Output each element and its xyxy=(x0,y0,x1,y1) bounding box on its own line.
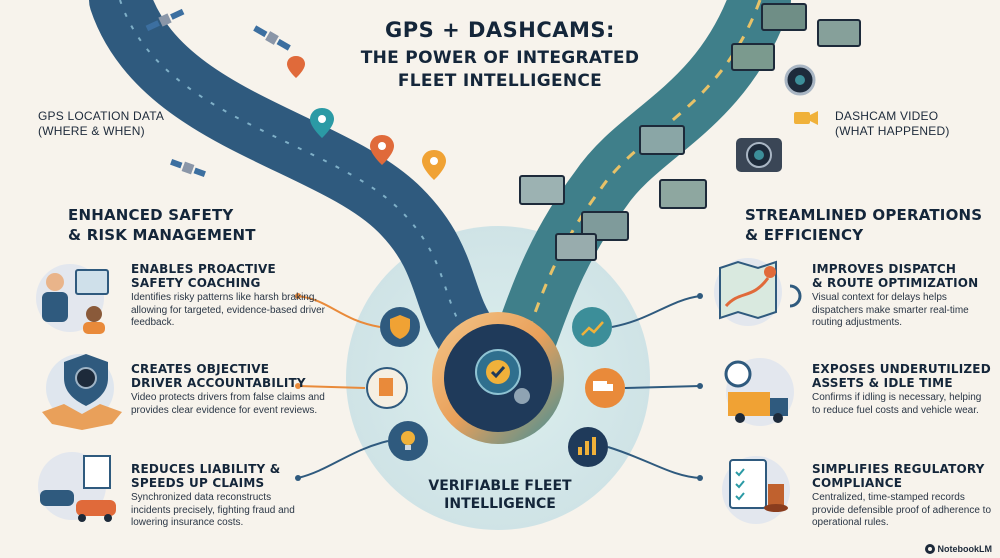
item-description: Synchronized data reconstructs incidents… xyxy=(131,492,295,528)
notebooklm-logo-icon xyxy=(924,544,935,554)
video-thumbnail-icon xyxy=(731,43,775,71)
title-line-2: THE POWER OF INTEGRATED xyxy=(360,48,640,68)
map-pin-icon xyxy=(287,56,305,78)
satellite-icon xyxy=(253,25,291,51)
connector-line xyxy=(624,385,701,389)
right-item-dispatch-routing: IMPROVES DISPATCH & ROUTE OPTIMIZATION V… xyxy=(812,262,992,330)
item-title: COMPLIANCE xyxy=(812,476,903,490)
accountability-handshake-icon xyxy=(42,354,122,430)
bar-chart-icon xyxy=(568,427,608,467)
left-item-liability-claims: REDUCES LIABILITY & SPEEDS UP CLAIMS Syn… xyxy=(131,462,341,530)
shield-check-icon xyxy=(380,307,420,347)
connector-line xyxy=(611,295,701,328)
dashcam-label-line-1: DASHCAM VIDEO xyxy=(835,109,939,123)
brand-name: NotebookLM xyxy=(937,544,993,554)
item-description: Confirms if idling is necessary, helping… xyxy=(812,392,982,416)
right-section-title: STREAMLINED OPERATIONS & EFFICIENCY xyxy=(745,205,982,245)
item-title: IMPROVES DISPATCH xyxy=(812,262,957,276)
item-title: SPEEDS UP CLAIMS xyxy=(131,476,265,490)
item-description: Centralized, time-stamped records provid… xyxy=(812,492,992,528)
dashcam-road-line xyxy=(523,0,762,341)
item-description: Video protects drivers from false claims… xyxy=(131,392,325,416)
left-section-title-line-1: ENHANCED SAFETY xyxy=(68,206,234,224)
lens-icon xyxy=(784,64,816,96)
left-item-driver-accountability: CREATES OBJECTIVE DRIVER ACCOUNTABILITY … xyxy=(131,362,341,417)
brain-gear-icon xyxy=(475,349,530,404)
lightbulb-icon xyxy=(388,421,428,461)
item-title: & ROUTE OPTIMIZATION xyxy=(812,276,979,290)
compliance-checklist-icon xyxy=(722,456,790,524)
title-line-1: GPS + DASHCAMS: xyxy=(385,18,615,42)
map-pin-icon xyxy=(370,135,394,165)
video-thumbnail-icon xyxy=(817,19,861,47)
gps-label-line-1: GPS LOCATION DATA xyxy=(38,109,165,123)
left-section-title-line-2: & RISK MANAGEMENT xyxy=(68,226,256,244)
dashcam-data-label: DASHCAM VIDEO (WHAT HAPPENED) xyxy=(835,109,950,139)
video-thumbnail-icon xyxy=(659,179,707,209)
item-title: SIMPLIFIES REGULATORY xyxy=(812,462,985,476)
left-item-safety-coaching: ENABLES PROACTIVE SAFETY COACHING Identi… xyxy=(131,262,341,330)
connector-line xyxy=(297,295,381,328)
satellite-icon xyxy=(170,159,206,177)
item-title: ENABLES PROACTIVE xyxy=(131,262,276,276)
item-title: ASSETS & IDLE TIME xyxy=(812,376,953,390)
gps-data-label: GPS LOCATION DATA (WHERE & WHEN) xyxy=(38,109,164,139)
route-map-icon xyxy=(714,258,802,326)
item-title: SAFETY COACHING xyxy=(131,276,261,290)
hub-label-line-2: INTELLIGENCE xyxy=(444,496,556,512)
item-title: DRIVER ACCOUNTABILITY xyxy=(131,376,306,390)
video-thumbnail-icon xyxy=(639,125,685,155)
video-camera-icon xyxy=(794,111,818,125)
hub-label-line-1: VERIFIABLE FLEET xyxy=(428,478,572,494)
connector-line xyxy=(297,440,389,479)
coaching-icon xyxy=(36,264,109,334)
map-pin-icon xyxy=(310,108,334,138)
page-title: GPS + DASHCAMS: THE POWER OF INTEGRATED … xyxy=(0,18,1000,91)
connector-line xyxy=(297,385,366,389)
right-item-idle-time: EXPOSES UNDERUTILIZED ASSETS & IDLE TIME… xyxy=(812,362,992,417)
truck-icon xyxy=(585,368,625,408)
right-item-regulatory-compliance: SIMPLIFIES REGULATORY COMPLIANCE Central… xyxy=(812,462,992,530)
connector-line xyxy=(607,446,701,479)
dashcam-label-line-2: (WHAT HAPPENED) xyxy=(835,124,950,138)
left-section-title: ENHANCED SAFETY & RISK MANAGEMENT xyxy=(68,205,256,245)
video-thumbnail-icon xyxy=(555,233,597,261)
item-title: EXPOSES UNDERUTILIZED xyxy=(812,362,991,376)
gps-data-ribbon xyxy=(89,0,501,371)
right-section-title-line-2: & EFFICIENCY xyxy=(745,226,864,244)
hub-label: VERIFIABLE FLEET INTELLIGENCE xyxy=(395,477,605,513)
item-description: Visual context for delays helps dispatch… xyxy=(812,292,969,328)
title-line-3: FLEET INTELLIGENCE xyxy=(397,71,603,91)
idle-truck-icon xyxy=(724,358,794,426)
brand-watermark: NotebookLM xyxy=(924,544,993,554)
dashcam-camera-icon xyxy=(736,138,782,172)
video-thumbnail-icon xyxy=(761,3,807,31)
claims-document-icon xyxy=(38,452,116,522)
growth-chart-icon xyxy=(572,307,612,347)
item-title: REDUCES LIABILITY & xyxy=(131,462,281,476)
satellite-icon xyxy=(145,8,185,32)
item-description: Identifies risky patterns like harsh bra… xyxy=(131,292,325,328)
right-section-title-line-1: STREAMLINED OPERATIONS xyxy=(745,206,983,224)
map-pin-icon xyxy=(422,150,446,180)
item-title: CREATES OBJECTIVE xyxy=(131,362,270,376)
video-thumbnail-icon xyxy=(519,175,565,205)
gps-label-line-2: (WHERE & WHEN) xyxy=(38,124,145,138)
report-icon xyxy=(366,367,408,409)
